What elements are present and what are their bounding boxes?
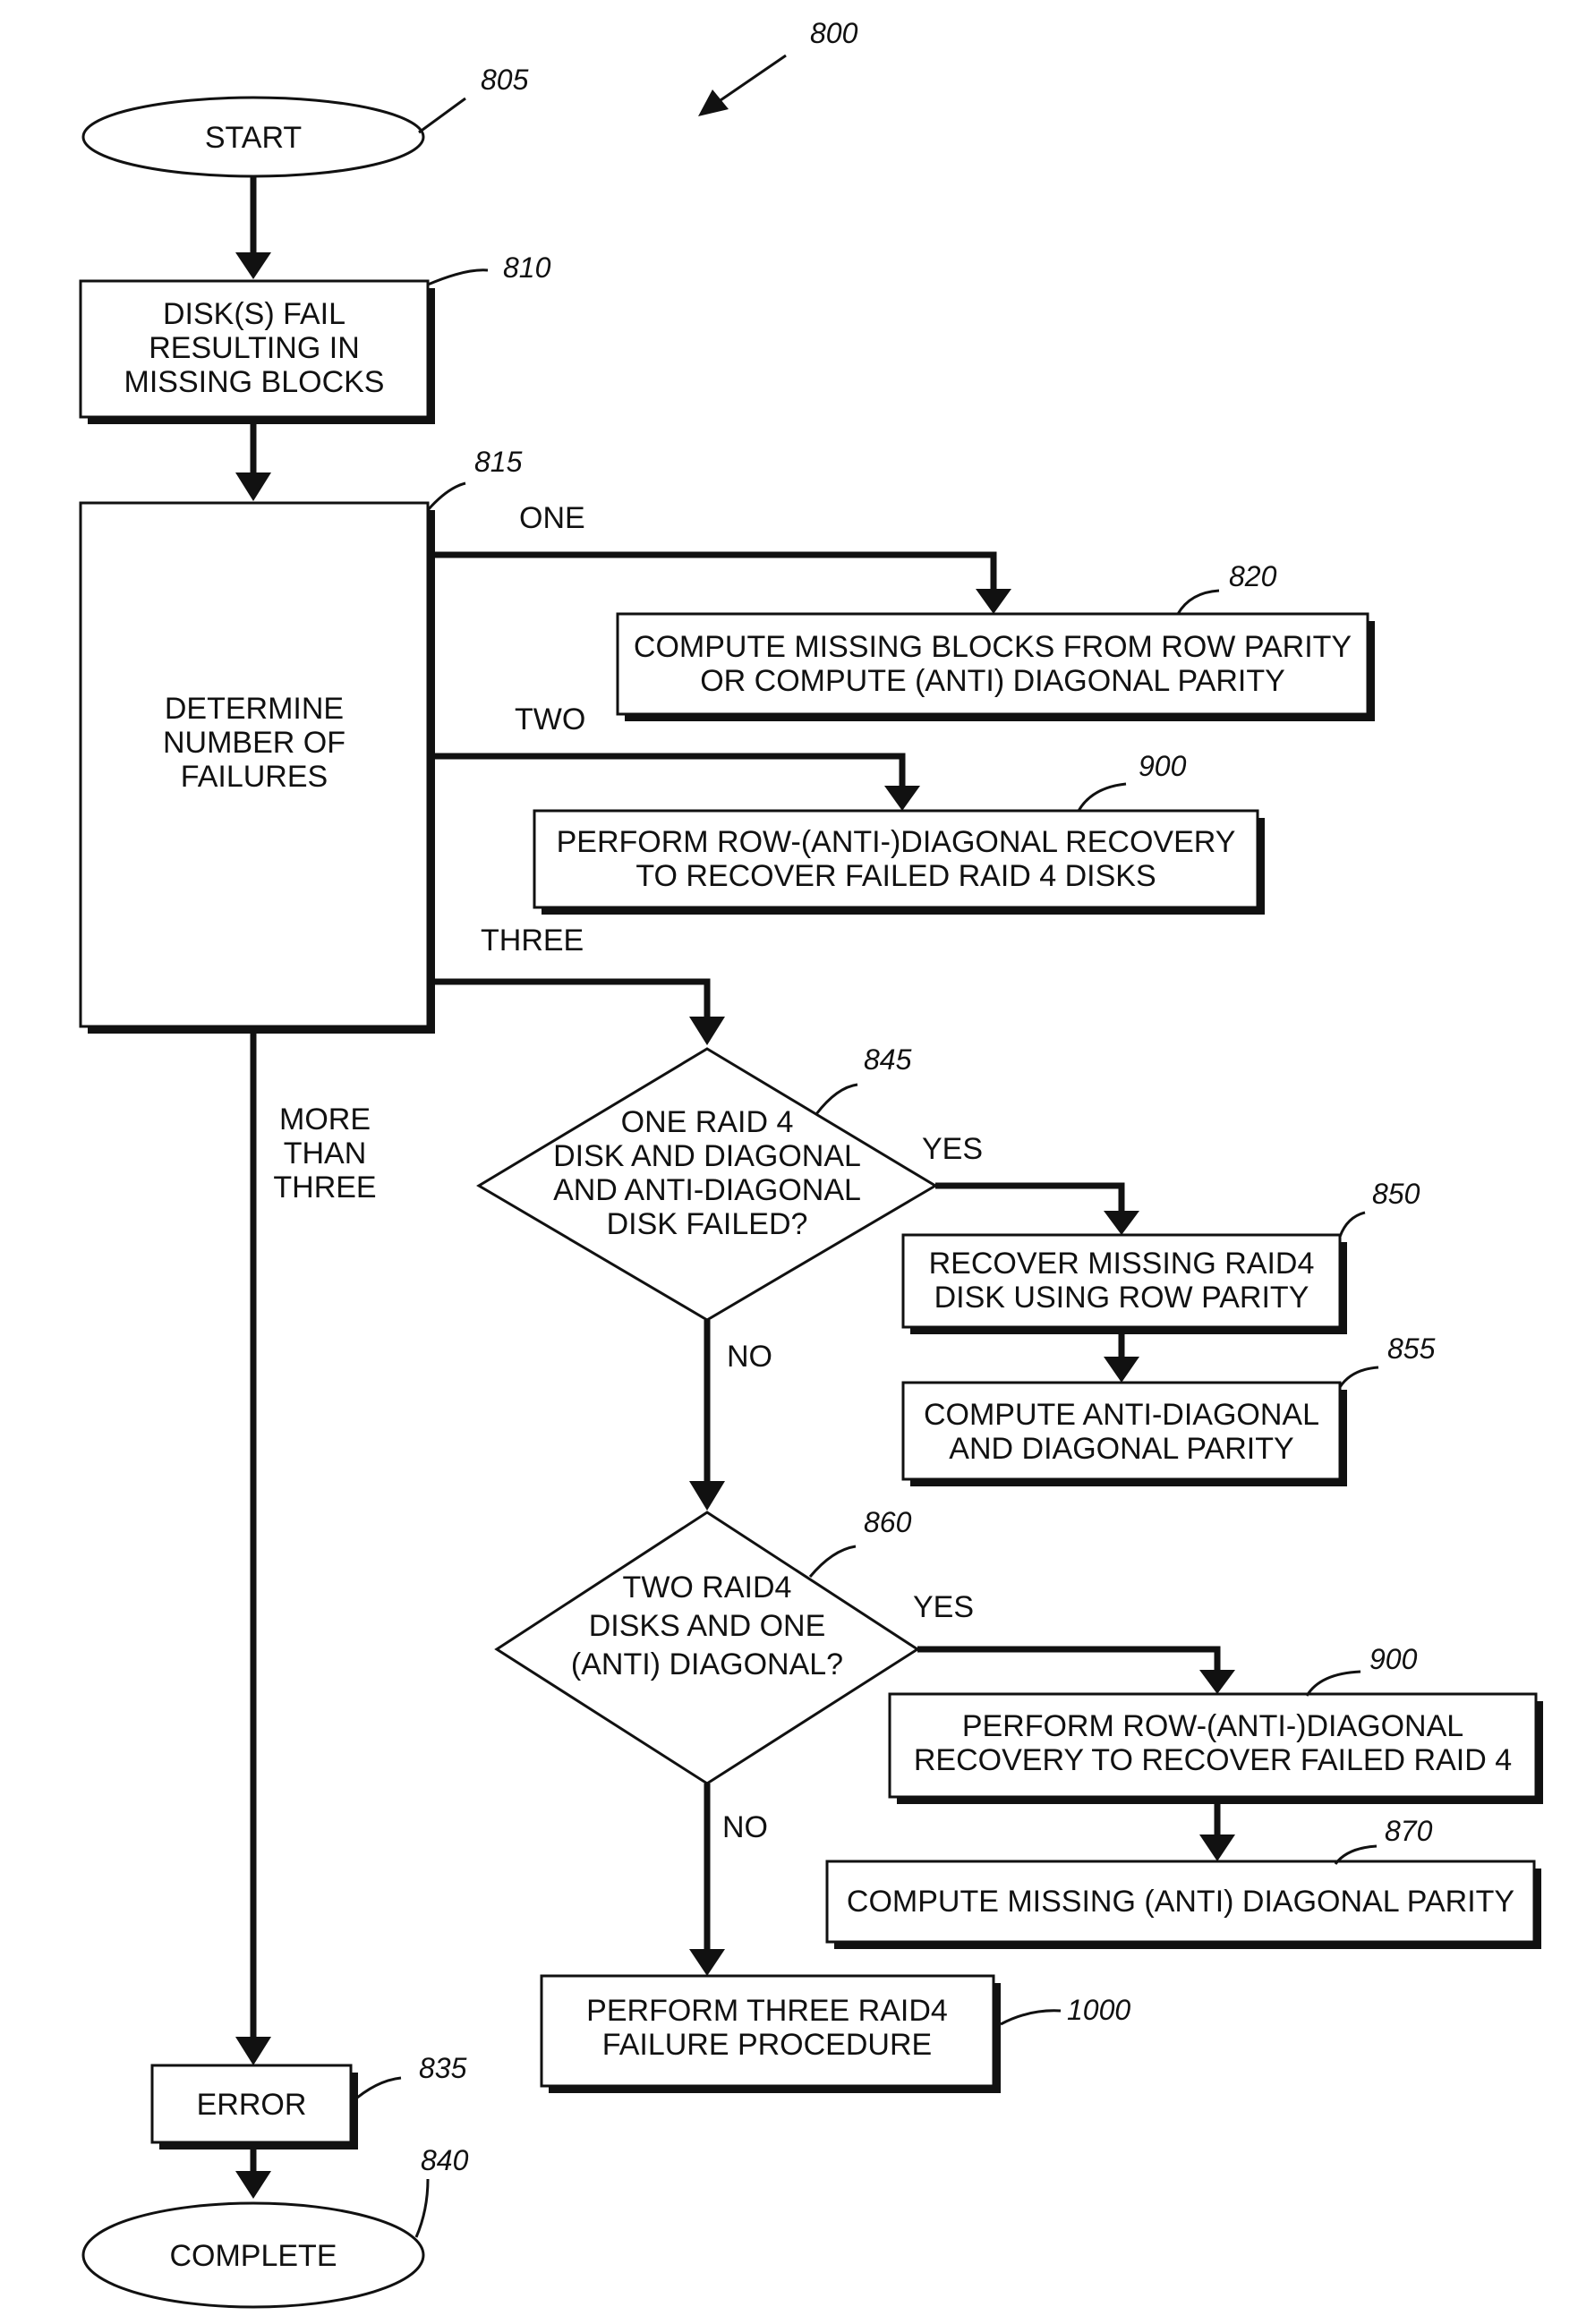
connector-yes-860	[917, 1649, 1217, 1672]
complete-terminal: COMPLETE 840	[83, 2144, 469, 2307]
figure-number: 800	[810, 17, 858, 49]
leader-845	[816, 1085, 857, 1114]
ref-815: 815	[474, 446, 523, 478]
compute-row-line-1: COMPUTE MISSING BLOCKS FROM ROW PARITY	[634, 630, 1352, 664]
connector-one	[432, 555, 994, 591]
arrowhead	[689, 1481, 725, 1511]
decision-845-line-1: ONE RAID 4	[621, 1105, 794, 1139]
connector-yes-845	[935, 1186, 1122, 1213]
branch-three-label: THREE	[481, 924, 584, 958]
recovery-two-line-1: PERFORM ROW-(ANTI-)DIAGONAL RECOVERY	[557, 825, 1236, 859]
arrowhead	[976, 589, 1011, 614]
ref-1000: 1000	[1067, 1994, 1130, 2026]
recovery-two-line-2: TO RECOVER FAILED RAID 4 DISKS	[635, 859, 1156, 893]
figure-leader-arrow	[698, 89, 729, 116]
determine-line-1: DETERMINE	[165, 692, 344, 726]
compute-anti-line-1: COMPUTE ANTI-DIAGONAL	[924, 1398, 1319, 1432]
branch-more-line-3: THREE	[273, 1171, 376, 1205]
decision-860-line-1: TWO RAID4	[623, 1571, 792, 1605]
connector-three	[432, 982, 707, 1018]
leader-820	[1178, 591, 1219, 614]
decision-860-line-2: DISKS AND ONE	[589, 1609, 826, 1643]
process-815: DETERMINE NUMBER OF FAILURES 815	[81, 446, 523, 1034]
decision-845: ONE RAID 4 DISK AND DIAGONAL AND ANTI-DI…	[479, 1043, 935, 1320]
process-1000: PERFORM THREE RAID4 FAILURE PROCEDURE 10…	[542, 1976, 1130, 2093]
decision-845-line-4: DISK FAILED?	[607, 1207, 808, 1241]
arrowhead	[1199, 1835, 1235, 1861]
yes-845-label: YES	[922, 1132, 983, 1166]
complete-label: COMPLETE	[169, 2239, 337, 2273]
ref-805: 805	[481, 64, 529, 96]
ref-870: 870	[1385, 1815, 1433, 1847]
arrowhead	[1199, 1670, 1235, 1694]
leader-860	[810, 1546, 856, 1577]
arrowhead	[689, 1017, 725, 1045]
ref-900-a: 900	[1139, 750, 1187, 782]
figure-leader	[721, 55, 786, 100]
process-810: DISK(S) FAIL RESULTING IN MISSING BLOCKS…	[81, 251, 551, 424]
leader-855	[1340, 1367, 1378, 1387]
arrowhead	[235, 252, 271, 279]
leader-850	[1340, 1213, 1365, 1237]
branch-more-line-2: THAN	[284, 1136, 367, 1171]
ref-860: 860	[864, 1506, 912, 1538]
ref-810: 810	[503, 251, 551, 284]
error-label: ERROR	[197, 2088, 307, 2122]
arrowhead	[689, 1949, 725, 1976]
leader-835	[351, 2078, 401, 2103]
three-failure-line-1: PERFORM THREE RAID4	[586, 1994, 948, 2028]
decision-860-line-3: (ANTI) DIAGONAL?	[571, 1647, 843, 1681]
arrowhead	[1104, 1357, 1139, 1383]
recover-raid4-line-1: RECOVER MISSING RAID4	[929, 1247, 1315, 1281]
connector-two	[432, 756, 902, 787]
decision-845-line-2: DISK AND DIAGONAL	[553, 1139, 861, 1173]
ref-850: 850	[1372, 1178, 1420, 1210]
arrowhead	[884, 786, 920, 811]
start-terminal: START 805	[83, 64, 529, 176]
ref-900-b: 900	[1369, 1643, 1418, 1675]
arrowhead	[235, 472, 271, 501]
leader-805	[419, 98, 465, 132]
determine-line-2: NUMBER OF	[163, 726, 345, 760]
arrowhead	[235, 2171, 271, 2199]
compute-row-line-2: OR COMPUTE (ANTI) DIAGONAL PARITY	[700, 664, 1285, 698]
leader-840	[416, 2179, 428, 2237]
branch-one-label: ONE	[519, 501, 585, 535]
compute-missing-line-1: COMPUTE MISSING (ANTI) DIAGONAL PARITY	[847, 1885, 1514, 1919]
ref-840: 840	[421, 2144, 469, 2176]
disk-fail-line-3: MISSING BLOCKS	[124, 365, 385, 399]
process-855: COMPUTE ANTI-DIAGONAL AND DIAGONAL PARIT…	[903, 1332, 1436, 1486]
ref-845: 845	[864, 1043, 912, 1076]
recovery-three-line-2: RECOVERY TO RECOVER FAILED RAID 4	[914, 1743, 1512, 1777]
decision-845-line-3: AND ANTI-DIAGONAL	[553, 1173, 861, 1207]
three-failure-line-2: FAILURE PROCEDURE	[602, 2028, 932, 2062]
disk-fail-line-2: RESULTING IN	[149, 331, 360, 365]
leader-810	[428, 270, 488, 285]
ref-820: 820	[1229, 560, 1277, 592]
disk-fail-line-1: DISK(S) FAIL	[163, 297, 345, 331]
process-835: ERROR 835	[152, 2052, 467, 2149]
decision-860: TWO RAID4 DISKS AND ONE (ANTI) DIAGONAL?…	[497, 1506, 917, 1783]
ref-835: 835	[419, 2052, 467, 2084]
leader-815	[428, 483, 465, 510]
leader-900-a	[1079, 784, 1126, 811]
process-870: COMPUTE MISSING (ANTI) DIAGONAL PARITY 8…	[827, 1815, 1541, 1949]
ref-855: 855	[1387, 1332, 1436, 1365]
arrowhead	[235, 2037, 271, 2065]
no-860-label: NO	[722, 1810, 768, 1844]
leader-1000	[1001, 2011, 1061, 2024]
yes-860-label: YES	[913, 1590, 974, 1624]
determine-line-3: FAILURES	[181, 760, 328, 794]
compute-anti-line-2: AND DIAGONAL PARITY	[949, 1432, 1293, 1466]
process-850: RECOVER MISSING RAID4 DISK USING ROW PAR…	[903, 1178, 1420, 1334]
arrowhead	[1104, 1211, 1139, 1235]
leader-900-b	[1307, 1672, 1360, 1696]
recovery-three-line-1: PERFORM ROW-(ANTI-)DIAGONAL	[962, 1709, 1463, 1743]
start-label: START	[205, 121, 302, 155]
recover-raid4-line-2: DISK USING ROW PARITY	[934, 1281, 1309, 1315]
branch-two-label: TWO	[515, 702, 585, 736]
branch-more-line-1: MORE	[279, 1102, 371, 1136]
no-845-label: NO	[727, 1340, 772, 1374]
